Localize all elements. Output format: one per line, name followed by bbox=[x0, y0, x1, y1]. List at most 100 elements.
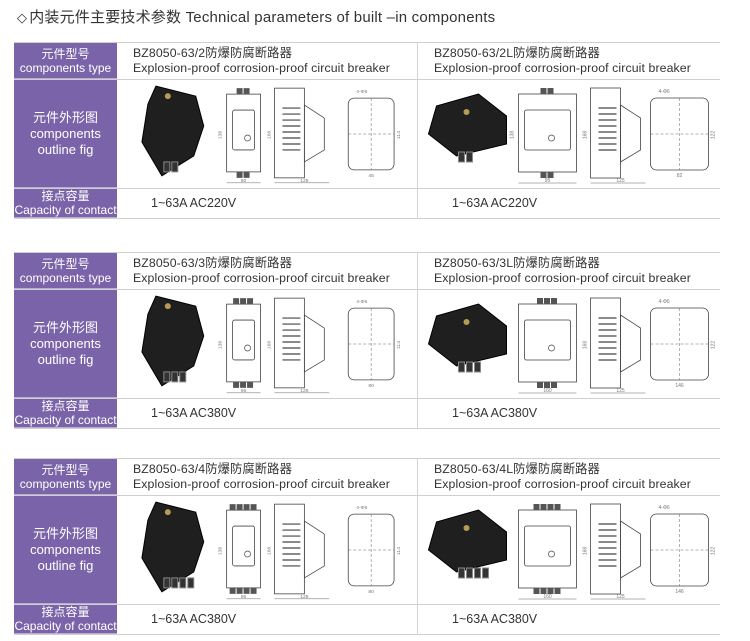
dim-mount-holes: 4-Φ6 bbox=[659, 299, 670, 305]
dim-mount-width: 146 bbox=[675, 383, 684, 389]
capacity-row: 接点容量 Capacity of contact 1~63A AC380V 1~… bbox=[14, 399, 720, 429]
front-terminal-bottom bbox=[236, 171, 243, 178]
outline-label-en1: components bbox=[30, 541, 101, 557]
side-view bbox=[590, 297, 621, 389]
type-label-cn: 元件型号 bbox=[41, 462, 90, 477]
front-terminal-bottom bbox=[533, 588, 540, 594]
dim-height-side: 168 bbox=[266, 547, 272, 556]
model-description: Explosion-proof corrosion-proof circuit … bbox=[133, 61, 390, 75]
capacity-label: 接点容量 Capacity of contact bbox=[14, 605, 117, 634]
outline-label-en1: components bbox=[30, 125, 101, 141]
terminal bbox=[482, 567, 489, 579]
front-terminal-bottom bbox=[236, 587, 243, 594]
capacity-label-en: Capacity of contact bbox=[14, 619, 117, 633]
front-terminal-top bbox=[236, 504, 243, 511]
dim-depth: 125 bbox=[616, 178, 625, 184]
front-terminal-bottom bbox=[551, 382, 557, 388]
side-view bbox=[274, 503, 305, 595]
front-view bbox=[226, 509, 261, 589]
front-terminal-bottom bbox=[547, 588, 554, 594]
front-terminal-bottom bbox=[540, 172, 547, 178]
front-knob bbox=[548, 134, 555, 142]
capacity-label-cn: 接点容量 bbox=[41, 399, 90, 413]
knob bbox=[164, 509, 171, 516]
terminal bbox=[187, 577, 195, 589]
component-type-cell: BZ8050-63/3防爆防腐断路器 Explosion-proof corro… bbox=[117, 253, 418, 289]
front-terminal-bottom bbox=[247, 381, 254, 388]
outline-label-en2: outline fig bbox=[37, 351, 94, 367]
terminal bbox=[163, 577, 171, 589]
type-label: 元件型号 components type bbox=[14, 253, 117, 289]
model-name: BZ8050-63/2防爆防腐断路器 bbox=[133, 46, 292, 60]
terminal bbox=[466, 361, 473, 373]
outline-label-en2: outline fig bbox=[37, 141, 94, 157]
front-terminal-top bbox=[233, 298, 240, 305]
side-view bbox=[590, 503, 621, 595]
dim-mount-holes: 4-Φ6 bbox=[356, 299, 367, 305]
dim-mount-width: 45 bbox=[368, 173, 374, 179]
front-window bbox=[232, 525, 255, 567]
diamond-outline-icon: ◇ bbox=[17, 10, 28, 25]
front-terminal-bottom bbox=[537, 382, 543, 388]
product-photo bbox=[427, 93, 507, 163]
dim-width-front: 95 bbox=[241, 388, 247, 394]
dim-width-front: 160 bbox=[543, 594, 552, 600]
front-knob bbox=[244, 550, 251, 558]
capacity-value: 1~63A AC380V bbox=[117, 605, 418, 634]
front-terminal-bottom bbox=[240, 381, 247, 388]
capacity-value: 1~63A AC380V bbox=[117, 399, 418, 428]
front-view bbox=[226, 93, 261, 173]
dim-depth: 125 bbox=[300, 178, 309, 184]
front-terminal-top bbox=[540, 504, 547, 510]
dim-mount-height: 122 bbox=[711, 131, 717, 140]
front-terminal-top bbox=[229, 504, 236, 511]
front-terminal-top bbox=[243, 88, 250, 95]
type-label-cn: 元件型号 bbox=[41, 46, 90, 61]
front-terminal-top bbox=[551, 298, 557, 304]
dim-mount-width: 80 bbox=[368, 589, 374, 595]
front-terminal-bottom bbox=[243, 587, 250, 594]
model-name: BZ8050-63/3防爆防腐断路器 bbox=[133, 256, 292, 270]
knob bbox=[463, 109, 470, 115]
front-knob bbox=[548, 550, 555, 558]
side-cover bbox=[303, 104, 325, 163]
dim-mount-holes: 4-Φ6 bbox=[356, 505, 367, 511]
model-description: Explosion-proof corrosion-proof circuit … bbox=[434, 61, 691, 75]
breaker-body bbox=[427, 303, 507, 367]
side-view bbox=[274, 297, 305, 389]
terminal bbox=[474, 361, 481, 373]
front-terminal-bottom bbox=[547, 172, 554, 178]
dim-width-front: 95 bbox=[241, 594, 247, 600]
page-title-text: 内装元件主要技术参数 Technical parameters of built… bbox=[29, 9, 496, 26]
outline-label-en1: components bbox=[30, 335, 101, 351]
type-label: 元件型号 components type bbox=[14, 459, 117, 495]
component-type-cell: BZ8050-63/4防爆防腐断路器 Explosion-proof corro… bbox=[117, 459, 418, 495]
dim-mount-height: 114 bbox=[396, 547, 402, 555]
outline-label: 元件外形图 components outline fig bbox=[14, 290, 117, 398]
capacity-value: 1~63A AC220V bbox=[117, 189, 418, 218]
type-label-en: components type bbox=[19, 476, 112, 491]
model-name: BZ8050-63/2L防爆防腐断路器 bbox=[434, 46, 600, 60]
dim-height-front: 138 bbox=[218, 131, 224, 140]
outline-label: 元件外形图 components outline fig bbox=[14, 496, 117, 604]
front-terminal-bottom bbox=[233, 381, 240, 388]
type-label-en: components type bbox=[19, 270, 112, 285]
front-terminal-top bbox=[240, 298, 247, 305]
dim-mount-holes: 4-Φ6 bbox=[659, 505, 670, 511]
knob bbox=[164, 303, 171, 310]
product-photo bbox=[141, 85, 205, 177]
product-photo bbox=[427, 509, 507, 579]
model-description: Explosion-proof corrosion-proof circuit … bbox=[434, 271, 691, 285]
dim-mount-width: 82 bbox=[677, 173, 683, 179]
dim-mount-holes: 4-Φ6 bbox=[659, 89, 670, 95]
